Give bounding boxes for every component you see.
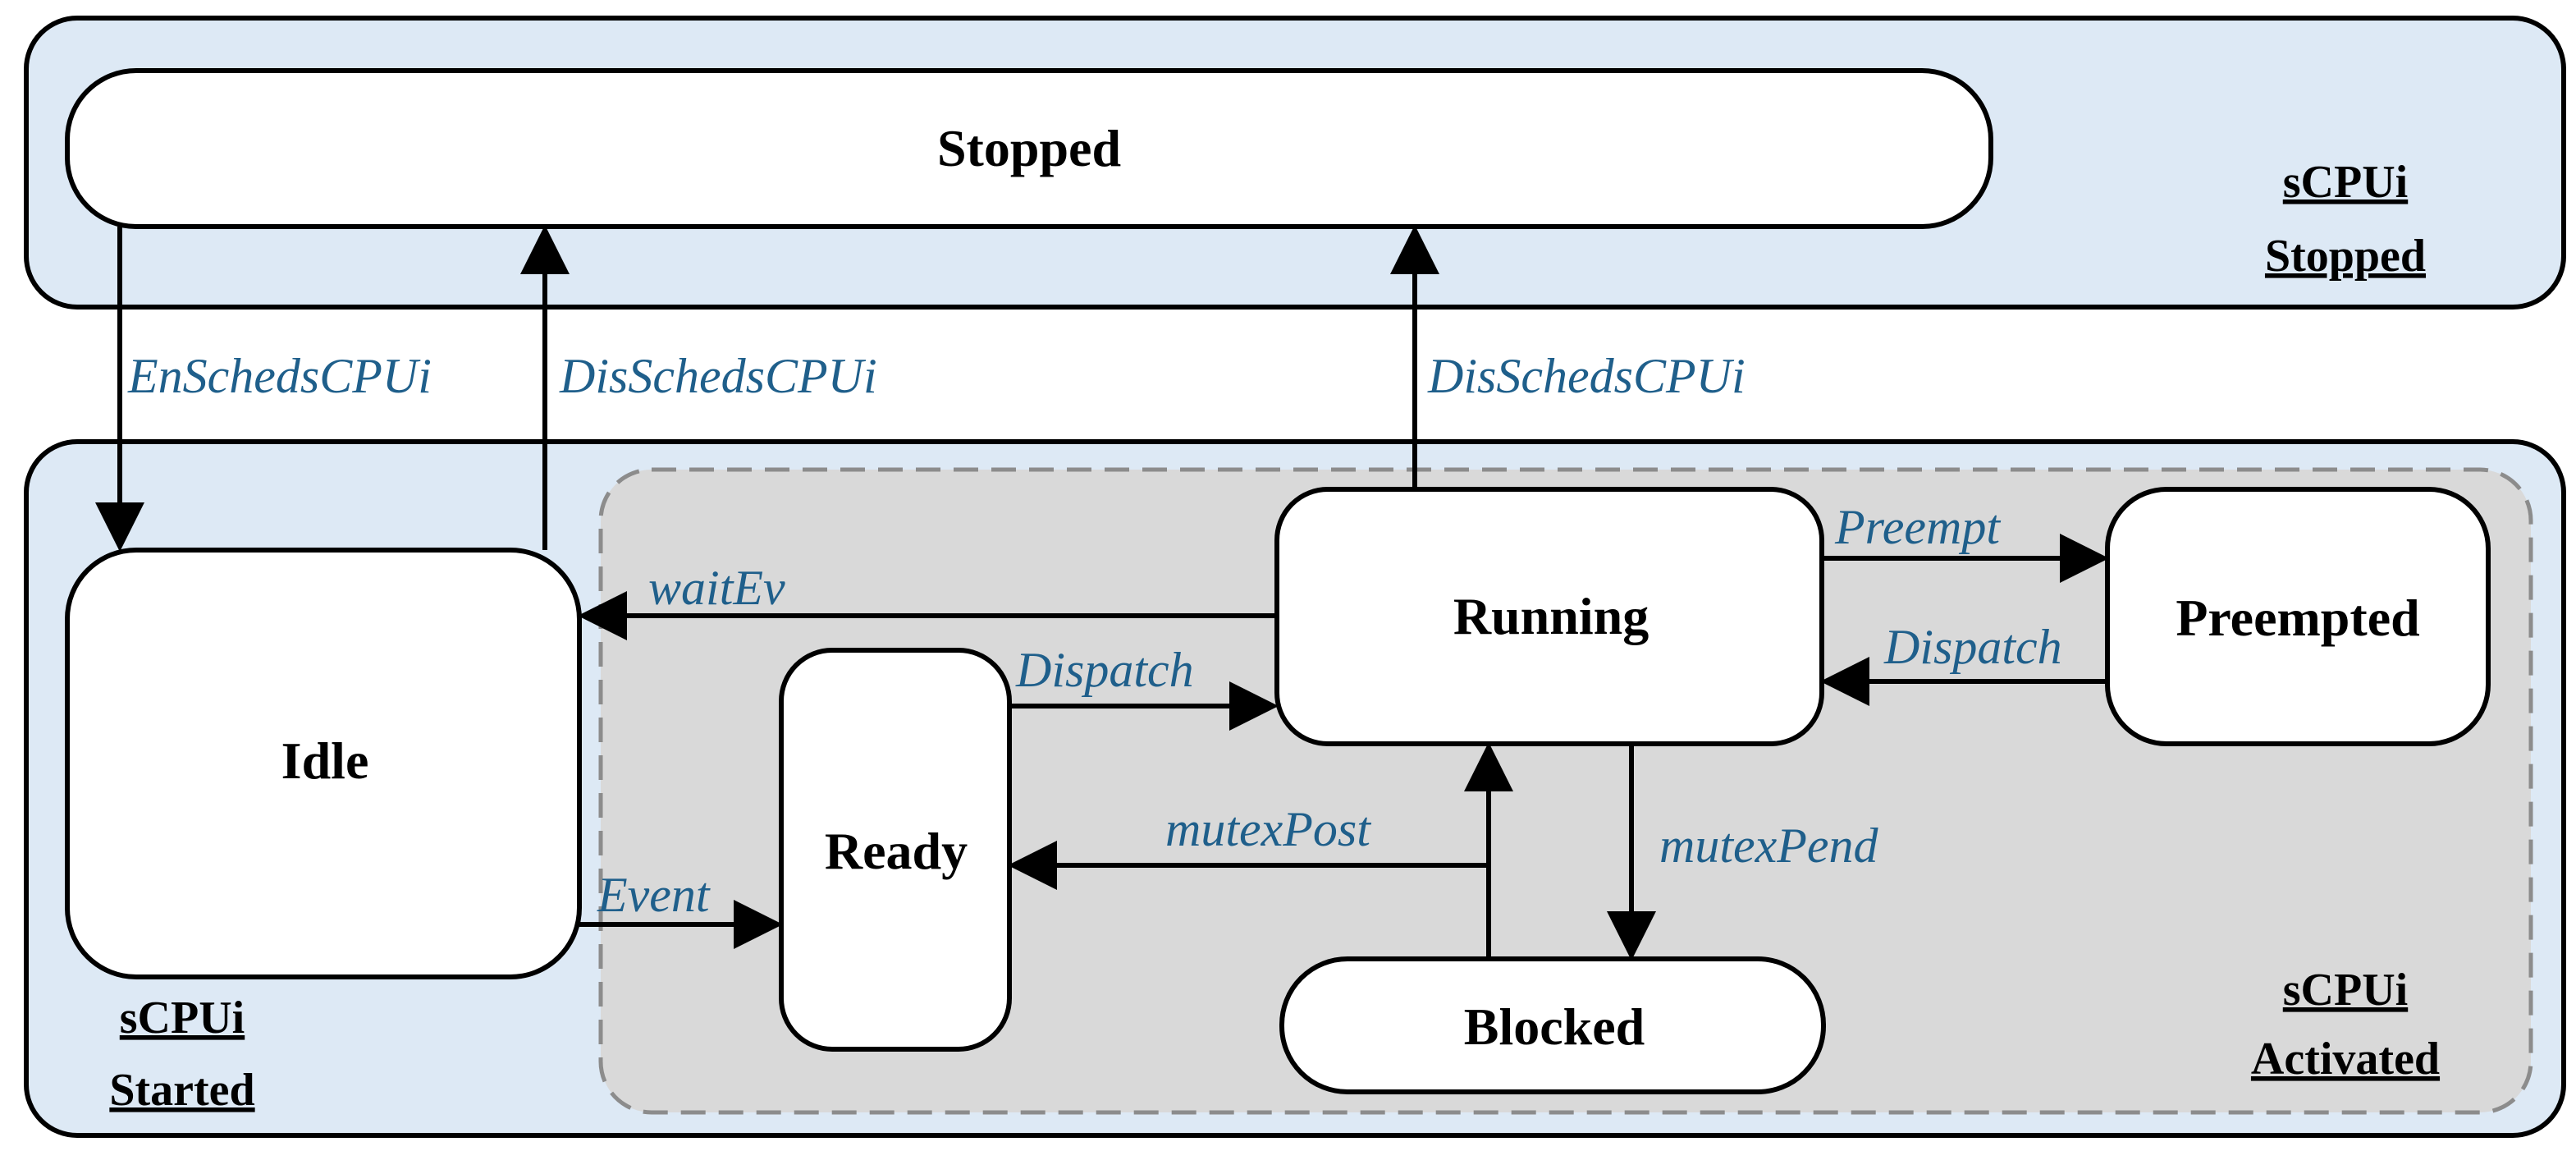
transition-dis-sched-idle-label: DisSchedsCPUi [559,349,877,403]
region-started-label-2: Started [109,1065,254,1116]
region-stopped-label-1: sCPUi [2283,157,2408,208]
transition-dispatch-ready-label: Dispatch [1015,643,1194,697]
state-preempted [2105,487,2491,746]
transition-mutex-pend-label: mutexPend [1659,819,1879,873]
state-running-label: Running [1453,587,1649,645]
region-started-label-1: sCPUi [120,993,245,1043]
transition-mutex-post-label: mutexPost [1165,802,1371,856]
transition-dispatch-preempted-label: Dispatch [1883,620,2062,674]
transition-event-label: Event [597,868,711,922]
state-ready-label: Ready [825,822,968,880]
state-stopped-label: Stopped [937,119,1121,177]
transition-dis-sched-running-label: DisSchedsCPUi [1427,349,1746,403]
transition-en-sched-label: EnSchedsCPUi [127,349,432,403]
state-blocked-label: Blocked [1464,997,1645,1056]
state-idle-label: Idle [281,731,369,790]
transition-preempt-label: Preempt [1834,500,2001,554]
transition-wait-ev-label: waitEv [648,561,785,615]
region-stopped-label-2: Stopped [2265,231,2426,282]
region-activated [598,467,2533,1115]
region-activated-label-2: Activated [2251,1034,2440,1085]
state-blocked [1279,956,1826,1094]
state-preempted-label: Preempted [2176,589,2419,647]
state-idle [65,548,582,979]
state-stopped [65,68,1993,229]
region-activated-label-1: sCPUi [2283,965,2408,1016]
